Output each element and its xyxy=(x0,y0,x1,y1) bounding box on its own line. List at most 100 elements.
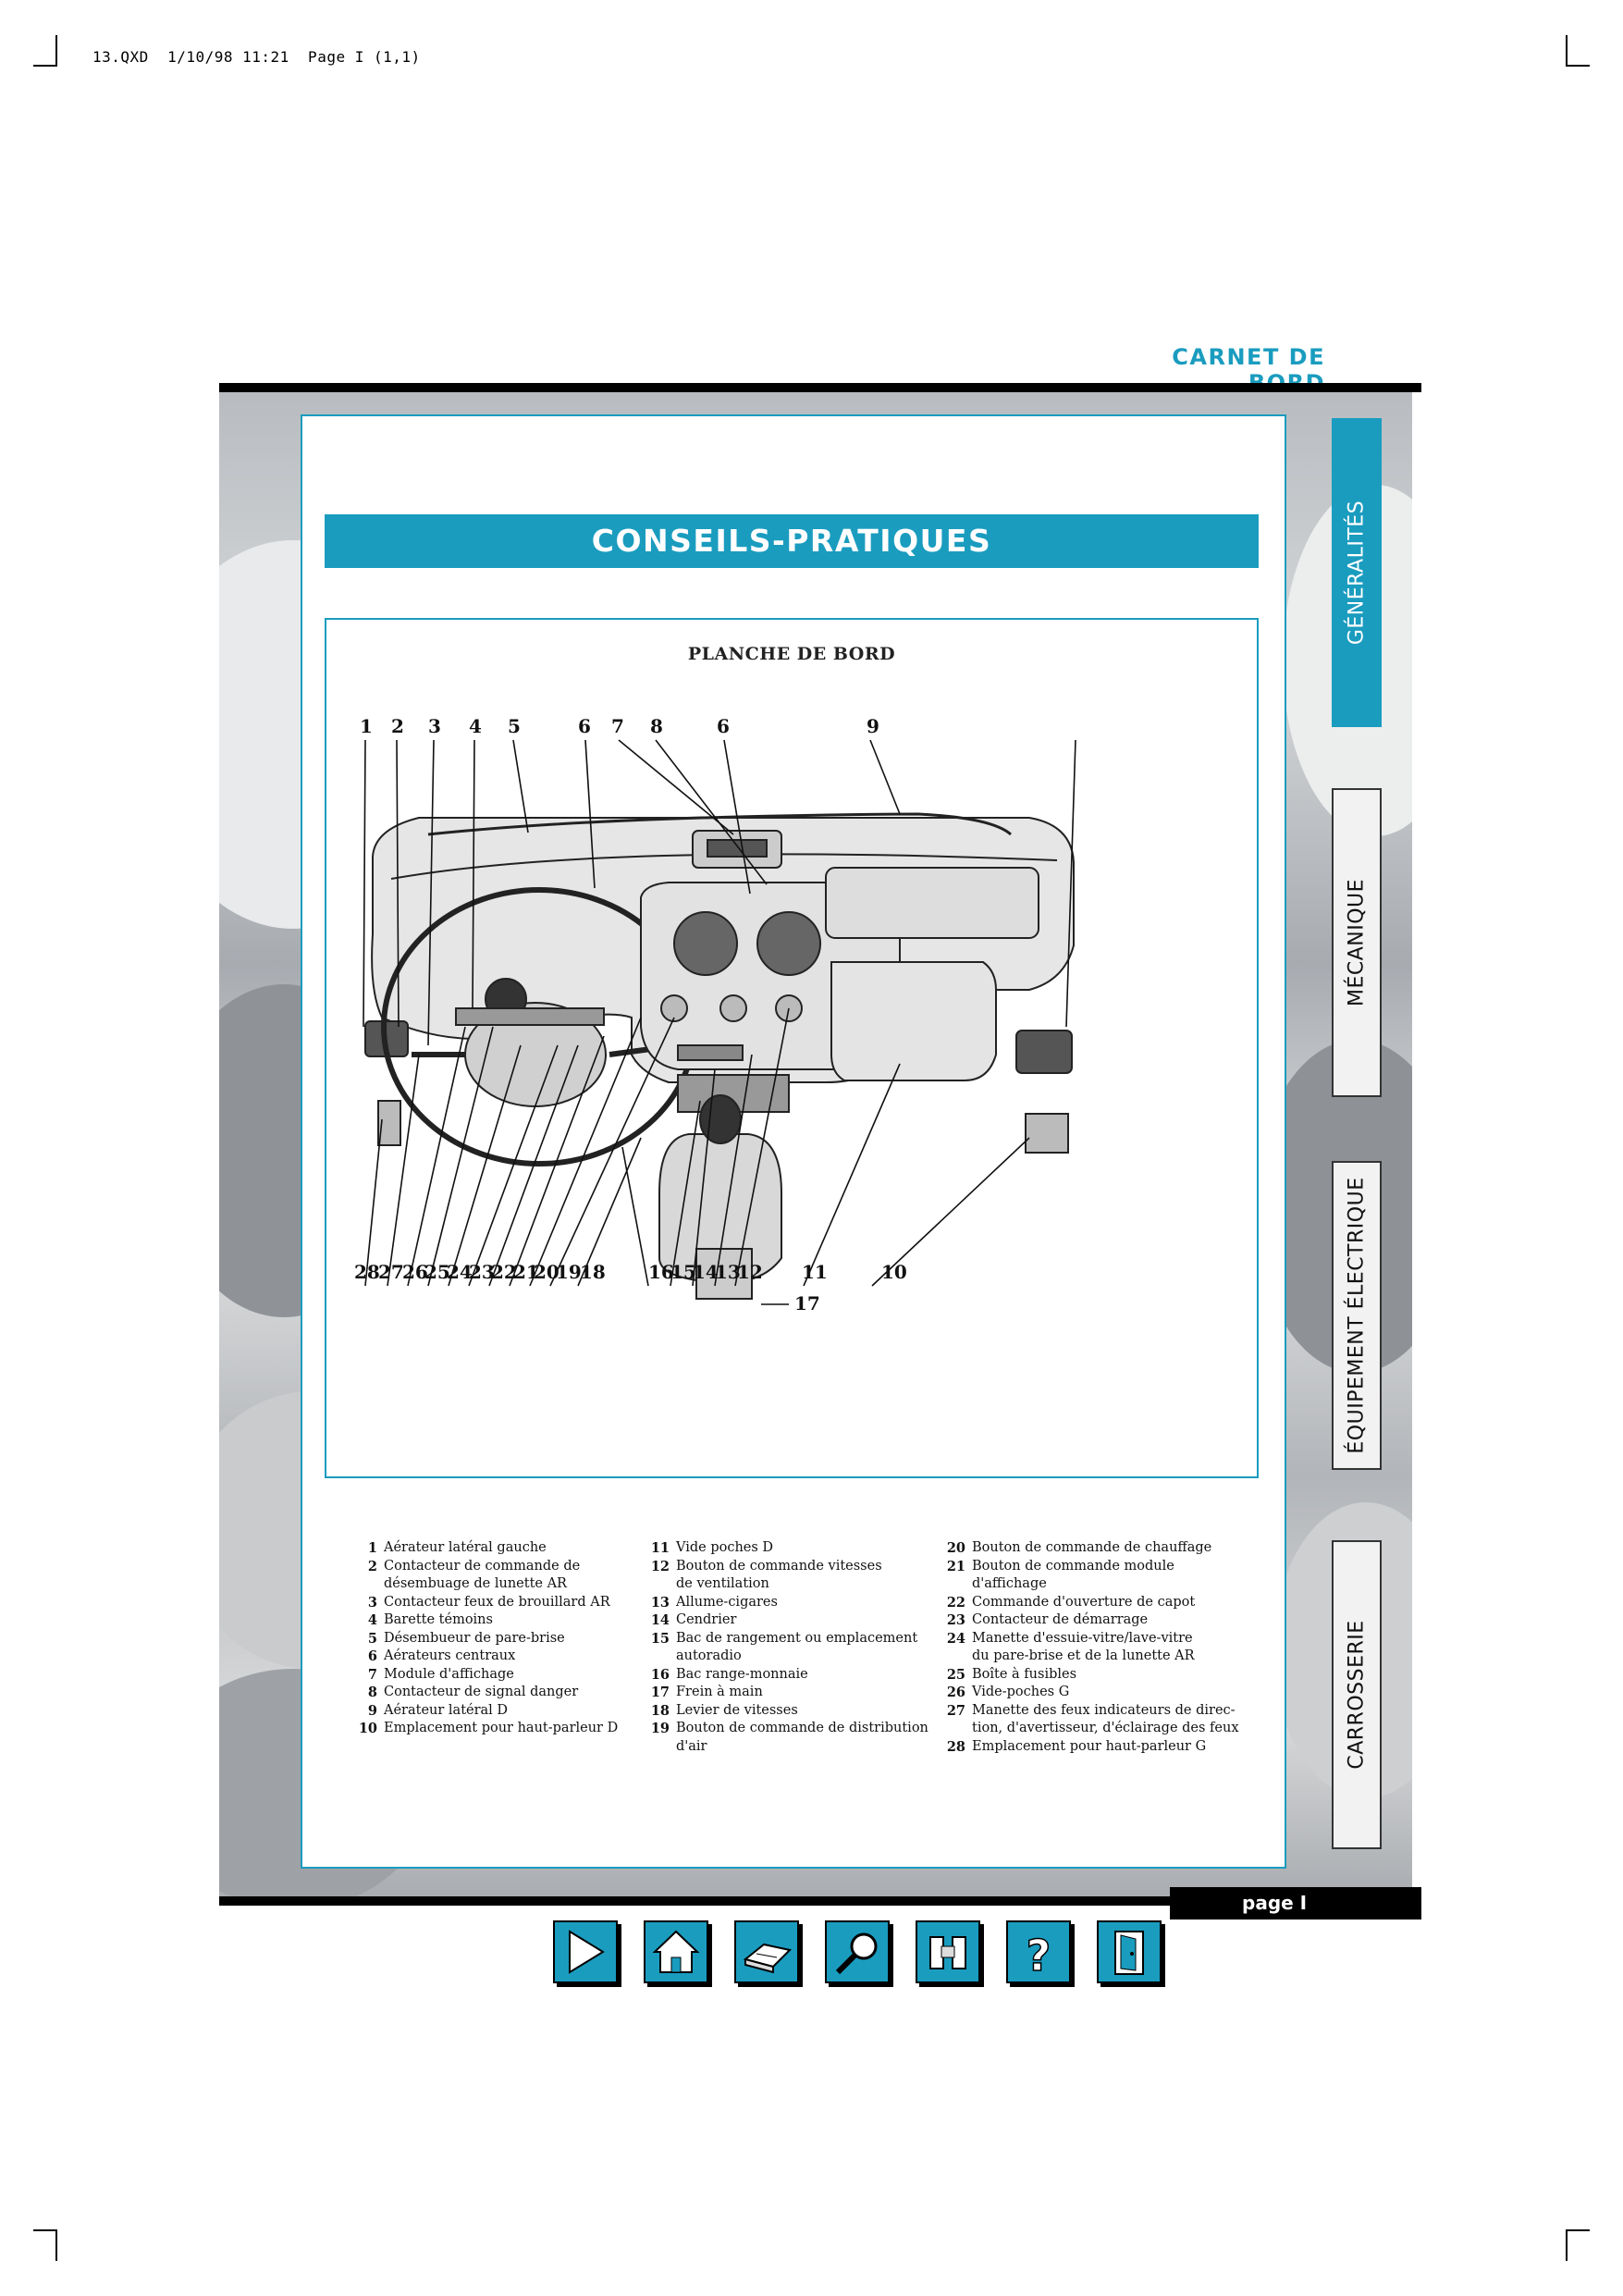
caption-text: Contacteur de signal danger xyxy=(384,1685,579,1699)
caption-text: Boîte à fusibles xyxy=(972,1666,1077,1682)
caption-number: 7 xyxy=(367,1666,377,1683)
label-23: 23 xyxy=(469,1261,495,1283)
leader-lines-bottom xyxy=(364,1007,1030,1305)
search-button[interactable] xyxy=(825,1920,890,1983)
gear-boot xyxy=(658,1133,782,1284)
caption-number: 21 xyxy=(946,1558,965,1574)
caption-number: 14 xyxy=(650,1612,670,1628)
label-7: 7 xyxy=(611,715,624,737)
exit-door-icon xyxy=(1114,1931,1144,1975)
tab-label: GÉNÉRALITÉS xyxy=(1345,500,1369,646)
label-2: 2 xyxy=(391,715,404,737)
caption-number: 27 xyxy=(946,1702,965,1719)
dashboard-upper-lip xyxy=(390,853,1058,880)
magnifier-icon xyxy=(835,1932,878,1975)
label-9: 9 xyxy=(867,715,879,737)
caption-number: 25 xyxy=(946,1666,965,1683)
crop-mark-tr-h xyxy=(1566,65,1590,67)
label-12: 12 xyxy=(737,1261,763,1283)
page-number: page I xyxy=(1170,1887,1421,1920)
printer-icon xyxy=(743,1943,793,1974)
label-4: 4 xyxy=(469,715,482,737)
caption-text: Bac range-monnaie xyxy=(676,1666,808,1682)
play-icon xyxy=(569,1930,605,1974)
right-speaker xyxy=(1025,1113,1069,1154)
help-button[interactable]: ? xyxy=(1006,1920,1071,1983)
crop-mark-bl-h xyxy=(33,2229,57,2231)
label-10: 10 xyxy=(881,1261,907,1283)
caption-text: Bouton de commande de distribution d'air xyxy=(676,1721,928,1754)
caption-text: Emplacement pour haut-parleur G xyxy=(972,1738,1207,1754)
glovebox-trim xyxy=(825,867,1039,939)
figure-title: PLANCHE DE BORD xyxy=(687,644,896,664)
tab-carrosserie[interactable]: CARROSSERIE xyxy=(1332,1540,1382,1849)
tab-mecanique[interactable]: MÉCANIQUE xyxy=(1332,788,1382,1097)
home-button[interactable] xyxy=(644,1920,708,1983)
find-button[interactable] xyxy=(916,1920,980,1983)
caption-number: 16 xyxy=(650,1666,670,1683)
caption-number: 4 xyxy=(367,1612,377,1628)
label-27: 27 xyxy=(378,1261,404,1283)
caption-text: Aérateurs centraux xyxy=(384,1648,516,1663)
caption-number: 10 xyxy=(358,1721,377,1736)
caption-text: Levier de vitesses xyxy=(676,1702,798,1718)
caption-text: Emplacement pour haut-parleur D xyxy=(384,1721,619,1735)
label-5: 5 xyxy=(508,715,521,737)
page-title: CONSEILS-PRATIQUES xyxy=(325,514,1259,568)
label-3: 3 xyxy=(428,715,441,737)
home-icon xyxy=(652,1930,700,1973)
caption-text: Cendrier xyxy=(676,1612,737,1627)
figure-labels: 1 2 3 4 5 6 7 8 6 9 28 27 26 25 24 23 22… xyxy=(354,715,907,1315)
caption-number: 17 xyxy=(650,1685,670,1700)
label-28: 28 xyxy=(354,1261,380,1283)
tab-equipement-electrique[interactable]: ÉQUIPEMENT ÉLECTRIQUE xyxy=(1332,1161,1382,1470)
caption-item: 13 Allume-cigares xyxy=(647,1594,936,1612)
label-25: 25 xyxy=(424,1261,450,1283)
crop-mark-tl-h xyxy=(33,65,57,67)
caption-text: Désembueur de pare-brise xyxy=(384,1630,565,1646)
label-6b: 6 xyxy=(717,715,730,737)
caption-number: 26 xyxy=(946,1685,965,1700)
caption-text: Module d'affichage xyxy=(384,1666,514,1682)
caption-text: Bouton de commande vitesses de ventilati… xyxy=(676,1558,882,1592)
exit-button[interactable] xyxy=(1097,1920,1162,1983)
caption-text: Manette des feux indicateurs de direc- t… xyxy=(972,1702,1239,1736)
caption-text: Commande d'ouverture de capot xyxy=(972,1594,1196,1610)
instrument-strip xyxy=(455,1007,605,1026)
caption-text: Bac de rangement ou emplacement autoradi… xyxy=(676,1630,918,1664)
svg-text:?: ? xyxy=(1027,1931,1051,1981)
caption-text: Vide poches D xyxy=(676,1540,774,1555)
tab-generalites[interactable]: GÉNÉRALITÉS xyxy=(1332,418,1382,727)
caption-text: Aérateur latéral gauche xyxy=(384,1540,547,1555)
right-vent xyxy=(1015,1030,1073,1074)
print-button[interactable] xyxy=(734,1920,799,1983)
handbrake xyxy=(695,1248,753,1300)
caption-item: 16 Bac range-monnaie xyxy=(647,1666,936,1685)
caption-number: 20 xyxy=(946,1540,965,1556)
crop-mark-br-h xyxy=(1566,2229,1590,2231)
caption-item: 27 Manette des feux indicateurs de direc-… xyxy=(943,1702,1258,1738)
display-window xyxy=(707,839,768,858)
play-button[interactable] xyxy=(553,1920,618,1983)
caption-number: 9 xyxy=(367,1702,377,1719)
glovebox xyxy=(830,961,997,1081)
caption-text: Contacteur de démarrage xyxy=(972,1612,1149,1627)
label-13: 13 xyxy=(715,1261,741,1283)
caption-text: Allume-cigares xyxy=(676,1594,778,1610)
binoculars-icon xyxy=(929,1936,966,1969)
tab-label: MÉCANIQUE xyxy=(1345,878,1369,1007)
caption-number: 13 xyxy=(650,1594,670,1611)
label-14: 14 xyxy=(693,1261,719,1283)
caption-number: 12 xyxy=(650,1558,670,1574)
